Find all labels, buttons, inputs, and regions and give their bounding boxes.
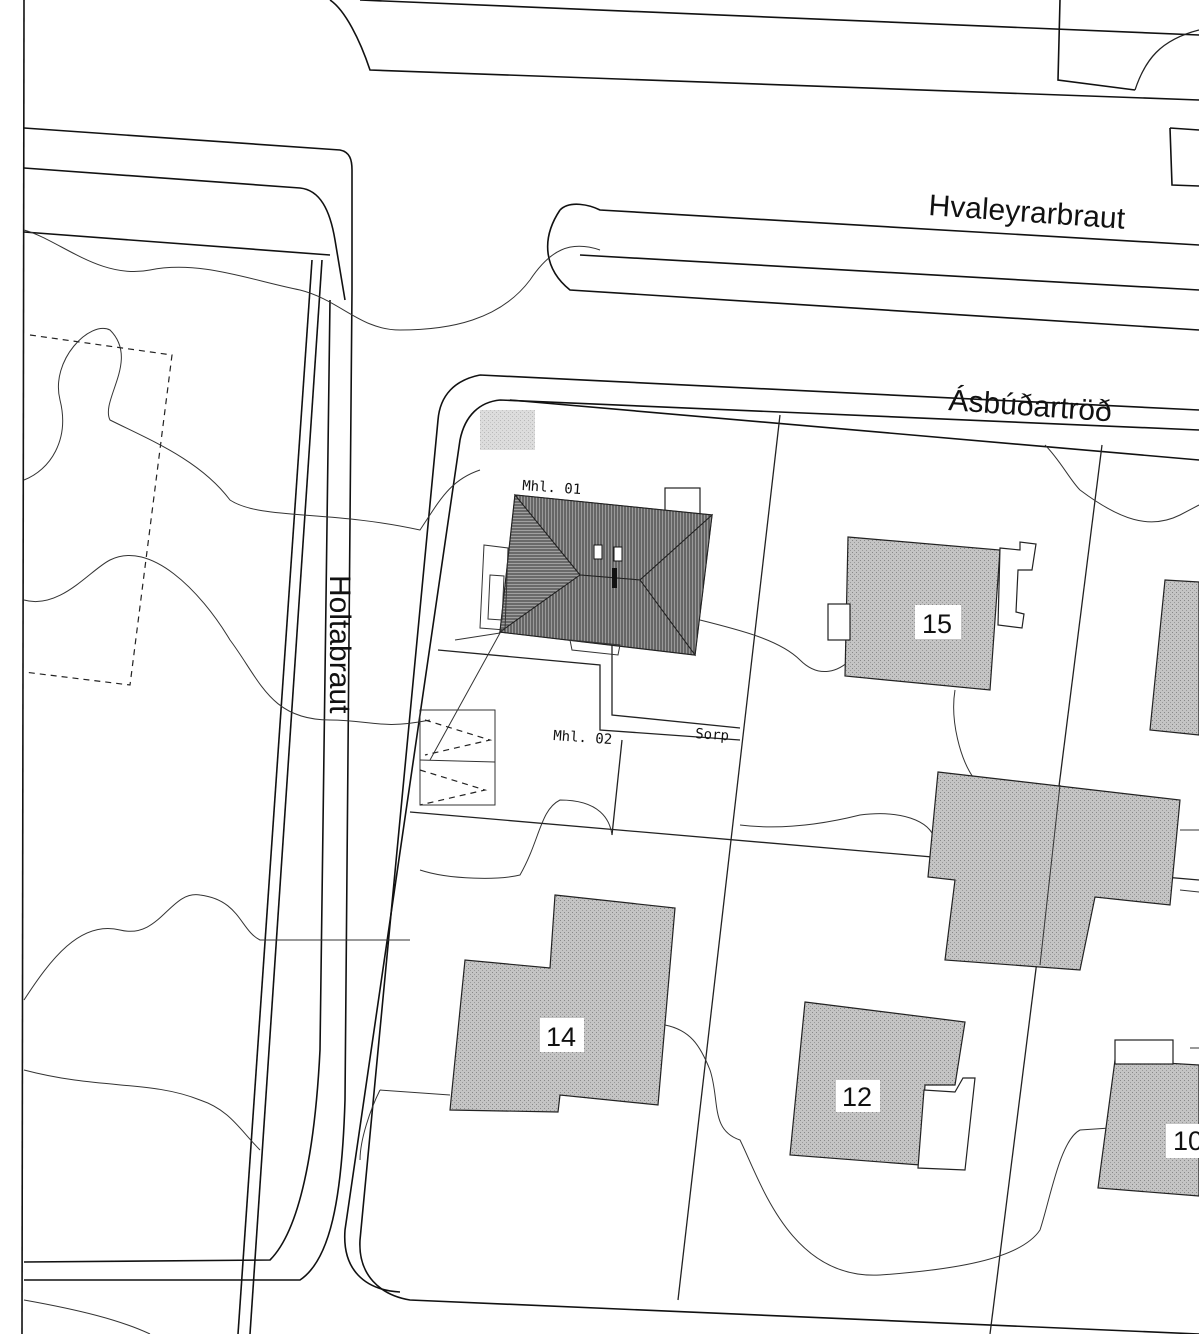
- lot-10-label-bg: [1166, 1124, 1199, 1158]
- contour-lines: [23, 229, 1199, 1276]
- lot-15-label: 15: [922, 609, 952, 639]
- road-label-hvaleyrarbraut: Hvaleyrarbraut: [928, 189, 1127, 236]
- lot-14-label: 14: [546, 1022, 576, 1052]
- lot-10-house: [1097, 1039, 1199, 1197]
- lot-12-house: [789, 1001, 976, 1171]
- lot-10-label: 10: [1173, 1126, 1199, 1156]
- holtabraut-road-lines: [23, 259, 353, 1334]
- dashed-area: [23, 334, 173, 686]
- map-frame-left: [21, 0, 25, 1334]
- road-label-asbudartrod: Ásbúðartröð: [948, 384, 1113, 428]
- block-outline: [344, 374, 1199, 1334]
- road-label-holtabraut: Holtabraut: [323, 575, 356, 714]
- hvaleyrarbraut-road-lines: [23, 0, 1199, 331]
- mhl-02-label: Mhl. 02: [553, 728, 613, 748]
- lot-15-label-bg: [915, 605, 961, 639]
- lot-14-label-bg: [540, 1018, 584, 1052]
- stipple-patch: [480, 410, 535, 450]
- mhl-01-label: Mhl. 01: [522, 478, 582, 498]
- lot-13-house-partial: [1149, 579, 1199, 736]
- central-building: [927, 771, 1181, 971]
- mhl-01-building: [429, 487, 714, 761]
- lot-14-house: [449, 894, 676, 1113]
- sorp-label: Sorp: [695, 726, 730, 744]
- bottom-curve: [23, 1299, 151, 1334]
- lot-12-label-bg: [836, 1080, 880, 1112]
- lot-12-label: 12: [842, 1082, 872, 1112]
- mhl-02-garage: [419, 709, 496, 806]
